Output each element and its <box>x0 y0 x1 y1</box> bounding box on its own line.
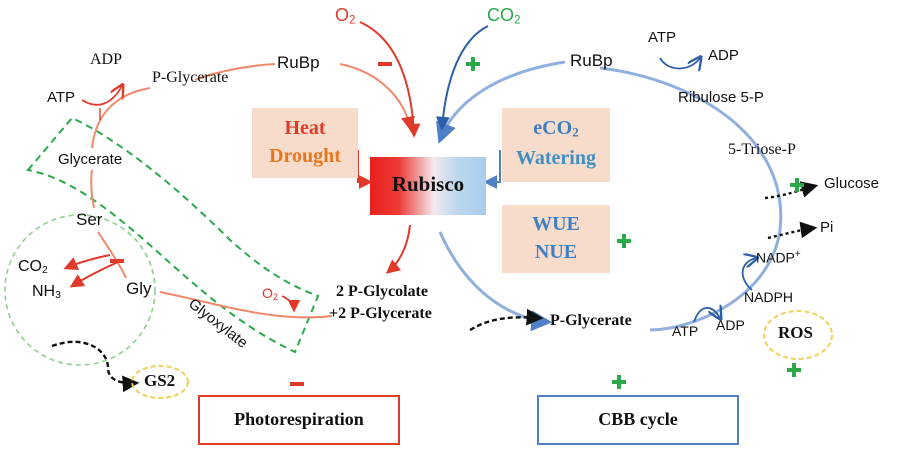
glycerate-to-ser <box>90 169 95 209</box>
adp-bottom-right-label: ADP <box>716 317 745 333</box>
gs2-label: GS2 <box>144 371 176 390</box>
heat-label: Heat <box>284 117 326 139</box>
rubisco-to-glycolate <box>385 224 411 274</box>
o2-top-arrow <box>359 21 421 138</box>
ros-label: ROS <box>778 323 813 342</box>
co2-top-label: CO2 <box>487 5 521 27</box>
atp-adp-bottom-loop <box>693 308 720 322</box>
pglycerate-right-label: P-Glycerate <box>550 312 632 329</box>
plus-sign-wue <box>617 234 631 248</box>
gs2-ellipse <box>131 365 189 399</box>
nadph-label: NADPH <box>744 289 794 305</box>
mitochondria-dashed-circle <box>4 214 156 366</box>
plus-sign-cbb <box>612 375 626 389</box>
pi-label: Pi <box>820 219 834 236</box>
p-glycolate-label: 2 P-Glycolate <box>336 283 428 300</box>
rubp-right-label: RuBp <box>570 51 613 70</box>
triose-label: 5-Triose-P <box>728 141 796 158</box>
gly-to-glyoxylate <box>159 291 333 319</box>
nh3-label: NH3 <box>32 283 61 302</box>
o2-top-label: O2 <box>335 5 356 27</box>
atp-adp-top-loop <box>659 58 700 69</box>
o2-glyoxylate-label: O2 <box>262 285 278 302</box>
atp-left-label: ATP <box>47 89 76 106</box>
eco2-box <box>502 108 610 182</box>
co2-top-arrow <box>435 25 489 131</box>
adp-top-right-label: ADP <box>708 47 739 64</box>
atp-top-right-label: ATP <box>648 29 677 46</box>
ser-label: Ser <box>76 210 103 229</box>
rubisco-box <box>370 157 486 215</box>
nadp-label: NADP+ <box>756 249 801 266</box>
plus-sign-ros <box>787 363 801 377</box>
pglycerate-left-label: P-Glycerate <box>152 69 229 86</box>
wue-box <box>502 205 610 273</box>
drought-label: Drought <box>269 145 341 167</box>
glucose-label: Glucose <box>824 175 880 192</box>
rubp-to-rubisco-red <box>339 63 415 131</box>
gs2-dotted-arrow <box>51 340 140 393</box>
atp-bottom-right-label: ATP <box>672 323 699 339</box>
ros-ellipse <box>763 310 833 360</box>
rubisco-label: Rubisco <box>391 172 465 196</box>
photorespiration-box <box>198 395 400 445</box>
photorespiration-label: Photorespiration <box>234 409 364 429</box>
pi-dotted-arrow <box>767 221 818 240</box>
nh3-release-arrow <box>69 261 119 288</box>
co2-release-arrow <box>63 254 111 271</box>
minus-sign-o2 <box>378 62 392 66</box>
plus-sign-co2 <box>466 57 480 71</box>
atp-adp-left-loop <box>81 86 122 106</box>
cbb-cycle-arc <box>599 66 783 332</box>
wue-label: WUE <box>532 213 580 235</box>
ribulose-label: Ribulose 5-P <box>678 89 764 106</box>
gly-label: Gly <box>126 279 152 298</box>
pglycerate-to-glycerate <box>91 87 151 149</box>
minus-sign-photorespiration <box>290 382 304 386</box>
eco2-to-rubisco <box>483 150 501 189</box>
stress-to-rubisco <box>357 150 373 189</box>
eco2-label: eCO2 <box>533 117 579 140</box>
rubp-left-label: RuBp <box>277 53 320 72</box>
nadp-loop <box>741 258 756 291</box>
stress-box <box>252 108 358 178</box>
rubp-from-pglycerate <box>194 63 276 81</box>
cbb-box <box>537 395 739 445</box>
nue-label: NUE <box>534 241 578 263</box>
o2-glyoxylate-arrow <box>281 295 301 313</box>
pglycolate-to-pglycerate-dotted <box>469 308 544 332</box>
minus-sign-gly <box>110 259 124 263</box>
adp-left-label: ADP <box>90 51 123 68</box>
co2-left-label: CO2 <box>18 258 48 277</box>
watering-label: Watering <box>516 147 596 169</box>
ser-to-gly <box>97 231 127 279</box>
plus-sign-glucose <box>790 178 804 192</box>
glycerate-label: Glycerate <box>58 151 123 168</box>
cbb-cycle-label: CBB cycle <box>598 409 678 429</box>
p-glycerate-plus-label: +2 P-Glycerate <box>329 305 432 322</box>
